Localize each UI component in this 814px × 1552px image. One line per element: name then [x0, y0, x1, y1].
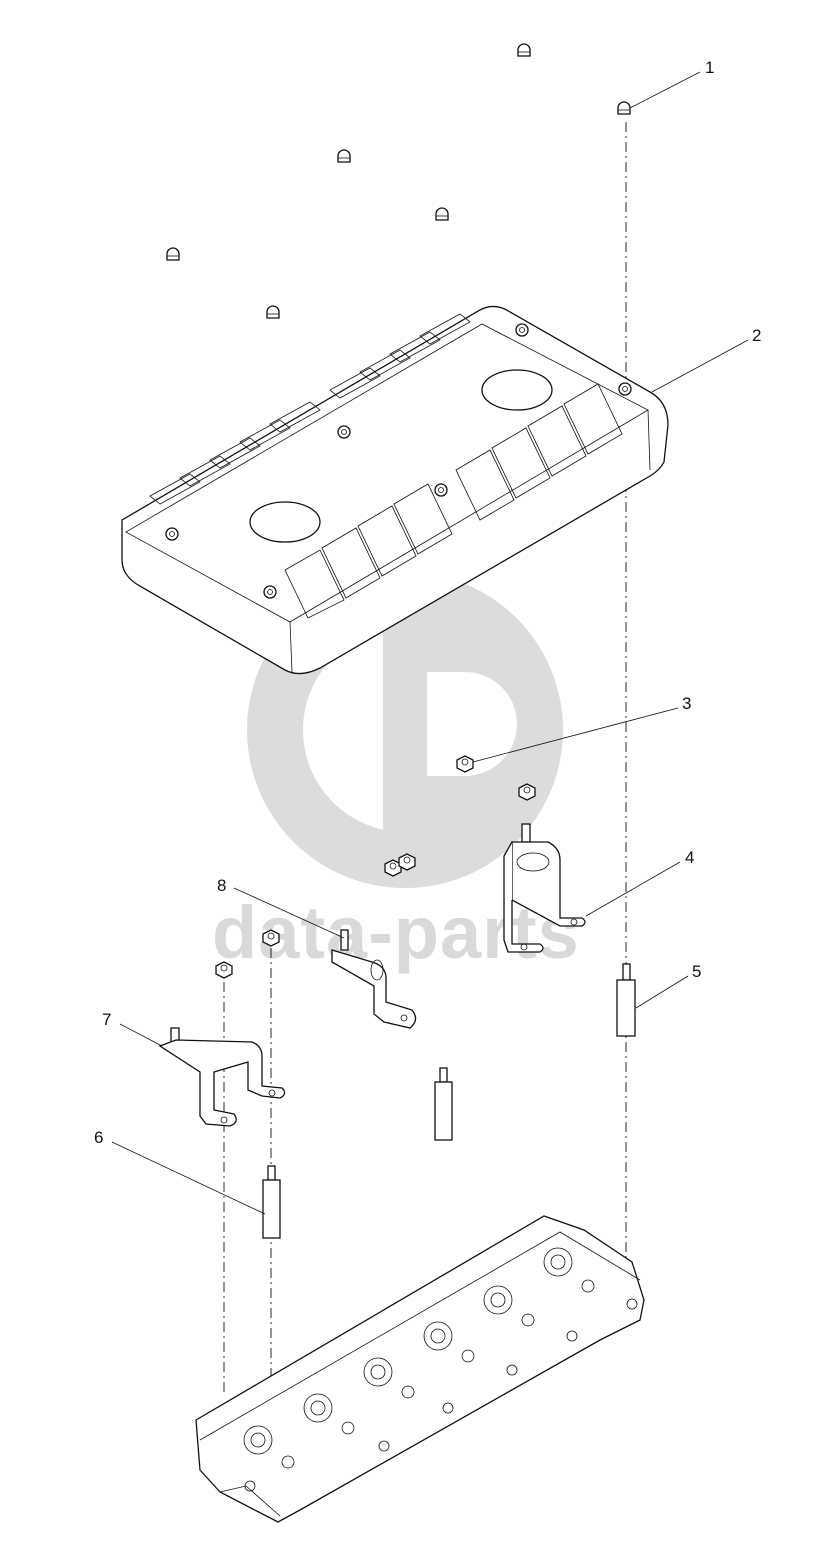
hex-nuts — [215, 755, 536, 979]
stud-icon — [616, 963, 636, 1037]
cap-nut-icon — [517, 43, 531, 57]
cover-bolt-holes — [165, 323, 632, 599]
valve-cover-icon — [121, 305, 669, 675]
callout-4: 4 — [685, 848, 694, 867]
callout-3: 3 — [682, 694, 691, 713]
bracket-icon — [158, 1027, 286, 1127]
stud-icon — [262, 1165, 281, 1239]
hex-nut-icon — [518, 783, 536, 801]
callouts: 1 2 3 4 5 6 7 8 — [94, 58, 761, 1215]
cylinder-head-ports — [243, 1247, 638, 1492]
hex-nut-icon — [398, 853, 416, 871]
cap-nuts — [166, 43, 631, 319]
hex-nut-icon — [215, 961, 233, 979]
callout-7: 7 — [102, 1010, 111, 1029]
cap-nut-icon — [435, 207, 449, 221]
cap-nut-icon — [266, 305, 280, 319]
callout-5: 5 — [692, 962, 701, 981]
cover-ribs-bottom — [284, 383, 623, 619]
hex-nut-icon — [384, 859, 402, 877]
cap-nut-icon — [337, 149, 351, 163]
callout-8: 8 — [217, 876, 226, 895]
hex-nut-icon — [456, 755, 474, 773]
bracket-icon — [331, 929, 417, 1029]
callout-6: 6 — [94, 1128, 103, 1147]
bracket-icon — [503, 823, 586, 953]
hex-nut-icon — [262, 929, 280, 947]
stud-icon — [434, 1067, 453, 1141]
callout-1: 1 — [705, 58, 714, 77]
cover-ribs-top — [149, 313, 471, 505]
cap-nut-icon — [617, 101, 631, 115]
studs — [262, 963, 636, 1239]
cap-nut-icon — [166, 247, 180, 261]
cylinder-head-icon — [195, 1215, 645, 1523]
callout-2: 2 — [752, 326, 761, 345]
